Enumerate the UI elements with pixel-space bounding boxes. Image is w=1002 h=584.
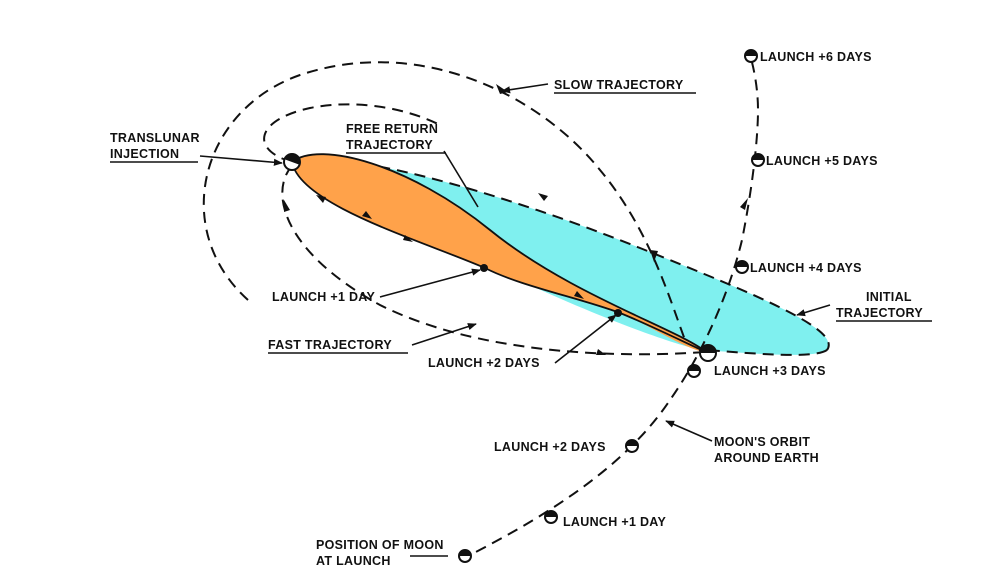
moons-orbit-label-line1: MOON'S ORBIT [714, 435, 810, 449]
slow-trajectory-leader [501, 83, 549, 94]
position-of-moon-label-line2: AT LAUNCH [316, 554, 391, 568]
free-return-label-line2: TRAJECTORY [346, 138, 433, 152]
initial-trajectory-lower-path [704, 349, 828, 356]
initial-trajectory-label-line1: INITIAL [866, 290, 912, 304]
arrow-icon [574, 291, 584, 299]
arrow-icon [740, 198, 748, 210]
arrow-icon [596, 349, 606, 355]
initial-trajectory-leader [796, 304, 831, 317]
launch-plus-1-day-leader [379, 268, 481, 298]
moon-icon-plus-1 [544, 510, 558, 524]
moon-label-plus-3: LAUNCH +3 DAYS [714, 364, 826, 378]
moon-icon-launch [458, 549, 472, 563]
translunar-injection-label-line1: TRANSLUNAR [110, 131, 200, 145]
direction-arrows [284, 84, 748, 355]
free-return-path [291, 153, 707, 353]
arrow-icon [496, 84, 508, 94]
free-return-region [292, 154, 706, 352]
moons-orbit-path [459, 54, 760, 561]
arrow-icon [362, 211, 372, 219]
free-return-label-line1: FREE RETURN [346, 122, 438, 136]
position-of-moon-label-line1: POSITION OF MOON [316, 538, 444, 552]
fast-trajectory-leader [411, 323, 477, 346]
initial-trajectory-label-line2: TRAJECTORY [836, 306, 923, 320]
translunar-injection-leader [199, 155, 283, 166]
free-return-inner-path [291, 161, 707, 353]
arrow-icon [650, 250, 658, 262]
slow-trajectory-path [202, 61, 686, 341]
translunar-injection-label-line2: INJECTION [110, 147, 179, 161]
moon-icon-plus-4 [735, 260, 749, 274]
moon-icon-plus-6 [744, 49, 758, 63]
moon-icon-plus-3 [699, 344, 717, 362]
launch-plus-2-days-leader [554, 314, 617, 364]
fast-trajectory-path [281, 165, 706, 356]
earth-icon [283, 153, 301, 171]
slow-trajectory-inner-loop [263, 103, 441, 163]
launch-plus-1-day-path-label: LAUNCH +1 DAY [272, 290, 375, 304]
free-return-leader [443, 150, 479, 208]
moon-label-plus-1: LAUNCH +1 DAY [563, 515, 666, 529]
moon-icon-plus-3-orbit [687, 364, 701, 378]
launch-plus-2-days-path-label: LAUNCH +2 DAYS [428, 356, 540, 370]
moon-label-plus-6: LAUNCH +6 DAYS [760, 50, 872, 64]
arrow-icon [403, 235, 413, 242]
launch-plus-2-days-point [614, 309, 622, 317]
moon-icon-plus-5 [751, 153, 765, 167]
moon-label-plus-5: LAUNCH +5 DAYS [766, 154, 878, 168]
launch-plus-1-day-point [480, 264, 488, 272]
moon-label-plus-4: LAUNCH +4 DAYS [750, 261, 862, 275]
moons-orbit-label-line2: AROUND EARTH [714, 451, 819, 465]
slow-trajectory-label: SLOW TRAJECTORY [554, 78, 684, 92]
arrow-icon [284, 200, 290, 212]
moons-orbit-leader [665, 420, 713, 442]
moon-label-plus-2: LAUNCH +2 DAYS [494, 440, 606, 454]
arrow-icon [316, 195, 326, 203]
moon-icon-plus-2 [625, 439, 639, 453]
fast-trajectory-label: FAST TRAJECTORY [268, 338, 392, 352]
arrow-icon [538, 193, 548, 201]
